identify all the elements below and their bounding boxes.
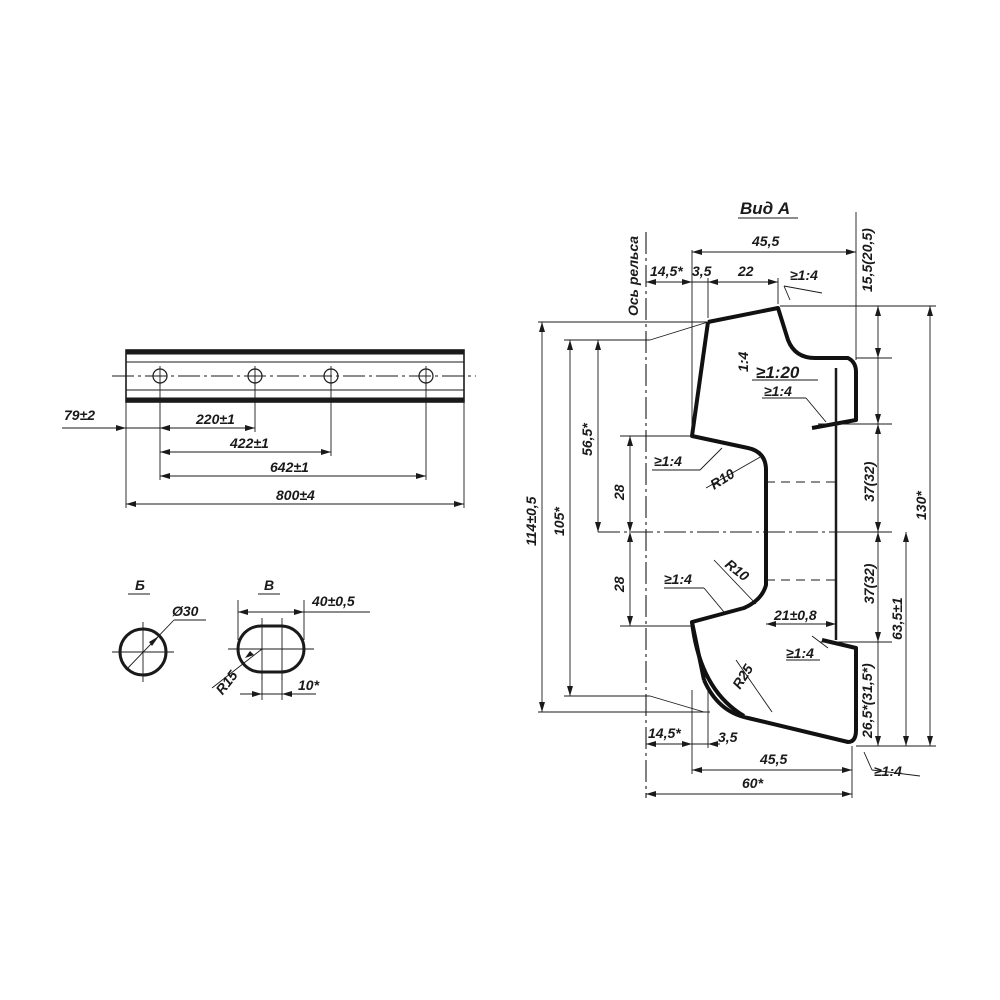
dim-422: 422±1 [229, 435, 269, 451]
slope-r25: ≥1:4 [786, 645, 814, 661]
dim-bot-60: 60* [742, 775, 764, 791]
dim-bot-45-5: 45,5 [759, 751, 787, 767]
view-a-profile [538, 212, 936, 798]
dim-15-5: 15,5(20,5) [859, 228, 875, 292]
slope-top: ≥1:4 [790, 267, 818, 283]
slope-1-4-vertical: 1:4 [735, 352, 751, 372]
dim-63-5: 63,5±1 [889, 597, 905, 640]
detail-v-label: В [264, 577, 274, 593]
detail-v-width: 40±0,5 [311, 593, 355, 609]
view-a-title: Вид А [740, 199, 790, 218]
r10-upper: R10 [707, 465, 737, 492]
dim-130: 130* [913, 491, 929, 520]
rail-axis-label: Ось рельса [625, 236, 641, 316]
dim-28-upper: 28 [611, 484, 627, 501]
slope-left-upper: ≥1:4 [654, 453, 682, 469]
slope-mid-right: ≥1:4 [764, 383, 792, 399]
slope-left-lower: ≥1:4 [664, 571, 692, 587]
r25: R25 [729, 661, 756, 691]
dim-top-3-5: 3,5 [692, 263, 712, 279]
dim-79: 79±2 [64, 407, 95, 423]
dim-top-22: 22 [737, 263, 754, 279]
detail-v-radius: R15 [212, 667, 241, 697]
dim-bot-3-5: 3,5 [718, 729, 738, 745]
dim-bot-14-5: 14,5* [648, 725, 681, 741]
dim-37-lower: 37(32) [861, 563, 877, 604]
dim-28-lower: 28 [611, 576, 627, 593]
dim-105: 105* [551, 507, 567, 536]
dim-800: 800±4 [276, 487, 315, 503]
dim-114: 114±0,5 [523, 496, 539, 546]
slope-bottom: ≥1:4 [874, 763, 902, 779]
dim-26-5: 26,5*(31,5*) [859, 663, 875, 739]
rail-bar [62, 349, 476, 508]
dim-642: 642±1 [270, 459, 309, 475]
detail-v-gap: 10* [298, 677, 320, 693]
r10-lower: R10 [722, 556, 752, 585]
dim-top-14-5: 14,5* [650, 263, 683, 279]
slope-1-20: ≥1:20 [756, 363, 800, 382]
dim-220: 220±1 [195, 411, 235, 427]
detail-v-slot [211, 600, 370, 700]
dim-21: 21±0,8 [773, 607, 817, 623]
dim-37-upper: 37(32) [861, 461, 877, 502]
detail-b-label: Б [135, 577, 145, 593]
dim-top-45-5: 45,5 [751, 233, 779, 249]
dim-56-5: 56,5* [579, 423, 595, 456]
detail-b-diameter: Ø30 [172, 603, 199, 619]
detail-b-hole [112, 619, 206, 682]
